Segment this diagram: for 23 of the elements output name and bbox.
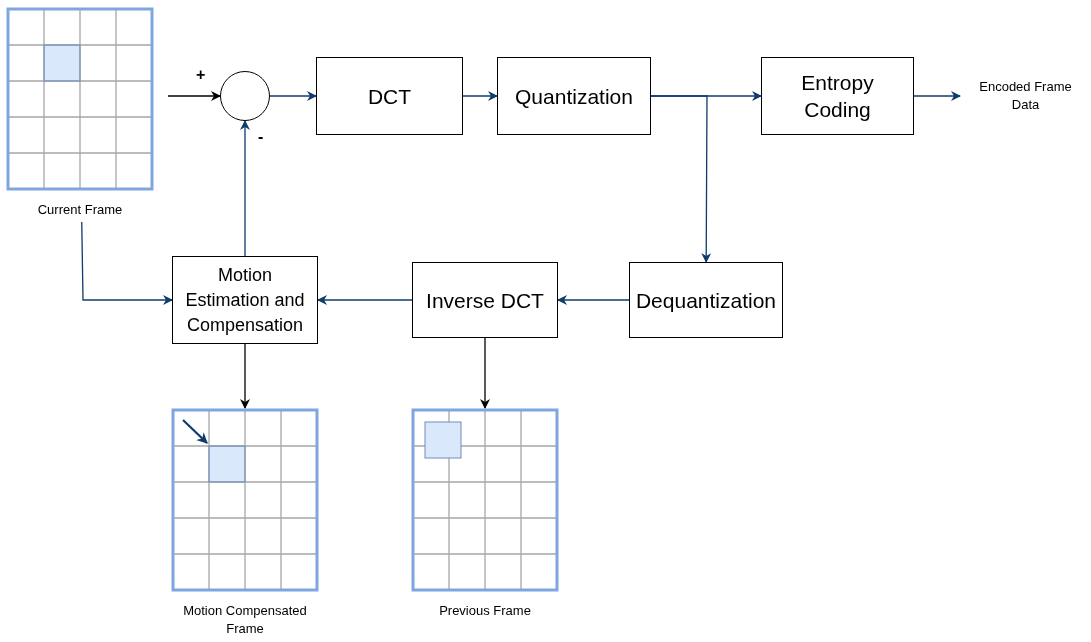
arrow bbox=[240, 120, 250, 257]
sign-label: + bbox=[196, 66, 206, 84]
arrow bbox=[650, 95, 712, 263]
process-box: Dequantization bbox=[629, 262, 783, 338]
arrow bbox=[913, 91, 961, 101]
arrow bbox=[557, 295, 630, 305]
arrow bbox=[269, 91, 317, 101]
output-text: Encoded Frame Data bbox=[978, 78, 1073, 114]
process-box: Inverse DCT bbox=[412, 262, 558, 338]
process-box: DCT bbox=[316, 57, 463, 135]
arrow bbox=[317, 295, 413, 305]
process-box: Quantization bbox=[497, 57, 651, 135]
frame-caption: Current Frame bbox=[36, 201, 124, 219]
process-box: Motion Estimation and Compensation bbox=[172, 256, 318, 344]
arrow bbox=[167, 91, 221, 101]
process-box: Entropy Coding bbox=[761, 57, 914, 135]
arrow bbox=[81, 221, 173, 305]
frame-caption: Previous Frame bbox=[438, 602, 532, 620]
arrow bbox=[480, 337, 490, 409]
arrow bbox=[240, 343, 250, 409]
sign-label: - bbox=[258, 128, 264, 146]
frame-caption: Motion Compensated Frame bbox=[182, 602, 308, 638]
arrow bbox=[462, 91, 498, 101]
